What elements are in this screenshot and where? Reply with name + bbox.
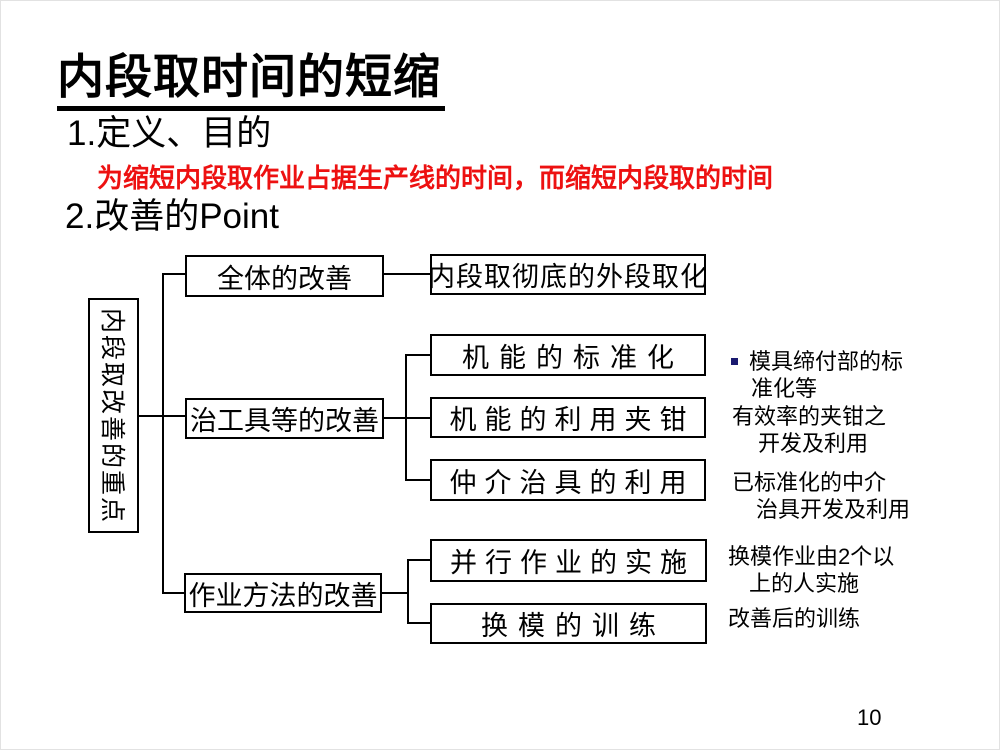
branch3-stub-bottom-line	[407, 622, 430, 624]
branch3-horizontal-line	[382, 592, 408, 594]
annotation-two-person-changeover: 换模作业由2个以 上的人实施	[728, 544, 895, 596]
section-2-heading: 2.改善的Point	[65, 197, 279, 236]
leaf-box-external-setup: 内段取彻底的外段取化	[428, 254, 708, 295]
branch-label: 全体的改善	[217, 263, 352, 294]
leaf-label: 仲介治具的利用	[449, 467, 695, 498]
annotation-text: 模具缔付部的标 准化等	[749, 349, 904, 401]
branch2-vertical-line	[405, 354, 407, 481]
page-title: 内段取时间的短缩	[57, 49, 445, 111]
leaf-box-function-clamp: 机能的利用夹钳	[430, 397, 706, 438]
branch-label: 治工具等的改善	[190, 406, 379, 436]
leaf-label: 内段取彻底的外段取化	[428, 262, 708, 292]
page-number: 10	[857, 705, 882, 730]
branch-label: 作业方法的改善	[188, 580, 378, 611]
branch1-to-leaf-line	[384, 273, 430, 275]
annotation-standardized-jig: 已标准化的中介 治具开发及利用	[732, 470, 911, 522]
annotation-die-clamping: 模具缔付部的标 准化等	[731, 348, 903, 402]
branch2-stub-top-line	[405, 354, 430, 356]
leaf-label: 换模的训练	[481, 611, 666, 641]
trunk-vertical-line	[162, 273, 164, 594]
leaf-box-changeover-training: 换模的训练	[430, 603, 707, 644]
leaf-label: 并行作业的实施	[450, 548, 695, 578]
section-1-heading: 1.定义、目的	[67, 114, 272, 153]
leaf-box-intermediate-jig: 仲介治具的利用	[430, 459, 706, 501]
leaf-box-parallel-work: 并行作业的实施	[430, 539, 707, 582]
root-to-trunk-line	[139, 415, 185, 417]
leaf-box-function-standardization: 机能的标准化	[430, 334, 706, 376]
branch2-horizontal-line	[384, 417, 430, 419]
trunk-to-branch1-line	[162, 273, 185, 275]
branch2-stub-bottom-line	[405, 479, 430, 481]
diagram-root-label: 内段取改善的重点	[97, 307, 126, 524]
purpose-text: 为缩短内段取作业占据生产线的时间，而缩短内段取的时间	[97, 163, 774, 193]
trunk-to-branch3-line	[162, 592, 184, 594]
annotation-efficient-clamp: 有效率的夹钳之 开发及利用	[732, 404, 887, 456]
branch3-vertical-line	[407, 559, 409, 624]
diagram-root-box: 内段取改善的重点	[88, 298, 139, 533]
branch3-stub-top-line	[407, 559, 430, 561]
branch-box-overall-improvement: 全体的改善	[185, 255, 384, 297]
annotation-improved-training: 改善后的训练	[728, 606, 861, 631]
square-bullet-icon	[731, 358, 738, 365]
leaf-label: 机能的利用夹钳	[449, 405, 695, 435]
leaf-label: 机能的标准化	[462, 342, 684, 373]
branch-box-jig-tool-improvement: 治工具等的改善	[185, 398, 384, 439]
branch-box-work-method-improvement: 作业方法的改善	[184, 573, 382, 613]
